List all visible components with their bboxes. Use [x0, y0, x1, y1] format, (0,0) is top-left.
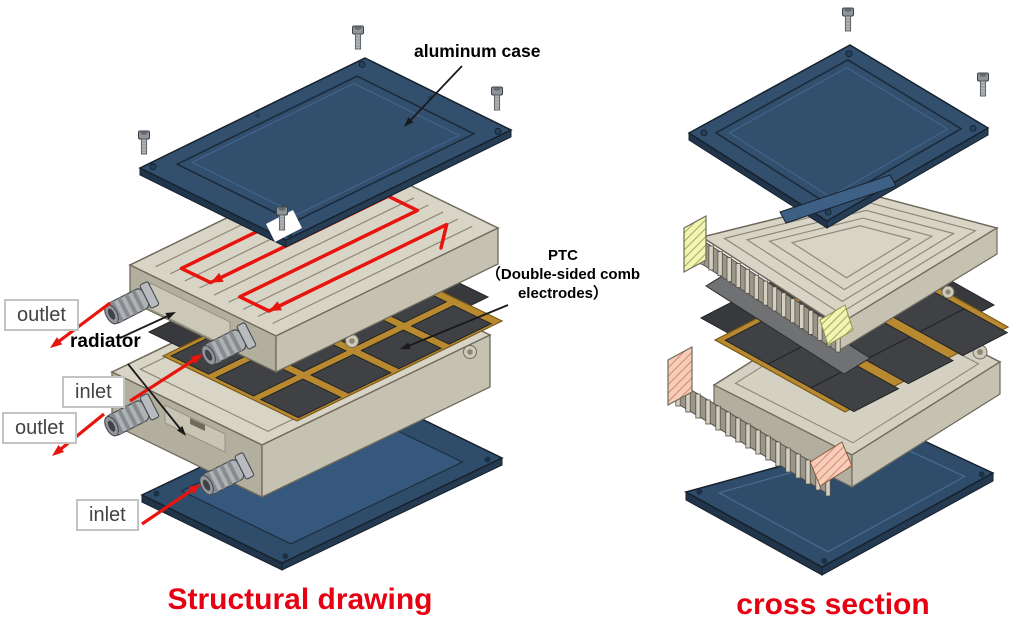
- ptc-label-line2: （Double-sided comb: [485, 266, 641, 284]
- inlet-arrow-top: [129, 354, 203, 403]
- radiator-leader-lower: [127, 363, 186, 436]
- ptc-label-line1: PTC: [548, 247, 578, 264]
- ptc-label-line3: electrodes）: [517, 285, 609, 303]
- structural-drawing-view: [50, 25, 513, 571]
- top-aluminum-case: [138, 57, 513, 248]
- ptc-leader: [400, 304, 509, 350]
- inlet-arrow-bottom: [141, 484, 201, 526]
- cs-pink-cut-face: [667, 345, 693, 407]
- inlet-bottom-label: inlet: [76, 499, 139, 531]
- aluminum-case-label: aluminum case: [414, 41, 541, 61]
- cs-bottom-plate: [684, 431, 995, 576]
- cs-top-case: [687, 44, 990, 229]
- tray-ears: [345, 334, 477, 359]
- inlet-top-label: inlet: [62, 376, 125, 408]
- outlet-arrow-bottom: [52, 412, 106, 456]
- bottom-aluminum-plate: [140, 389, 504, 571]
- structural-drawing-title: Structural drawing: [167, 583, 433, 616]
- radiator-leader-upper: [119, 312, 176, 339]
- ptc-label: PTC （Double-sided comb electrodes）: [448, 246, 678, 303]
- outlet-top-label: outlet: [4, 299, 79, 331]
- outlet-arrow-top: [50, 301, 111, 348]
- cs-upper-radiator: [683, 194, 999, 353]
- cross-section-title: cross section: [736, 588, 930, 621]
- aluminum-case-leader: [404, 65, 463, 127]
- cs-lower-fins: [675, 381, 831, 497]
- cs-case-flange: [779, 174, 897, 224]
- cross-section-view: [667, 7, 1010, 576]
- radiator-label: radiator: [70, 331, 141, 352]
- cs-yellow-cut-face: [683, 214, 707, 274]
- outlet-bottom-label: outlet: [2, 412, 77, 444]
